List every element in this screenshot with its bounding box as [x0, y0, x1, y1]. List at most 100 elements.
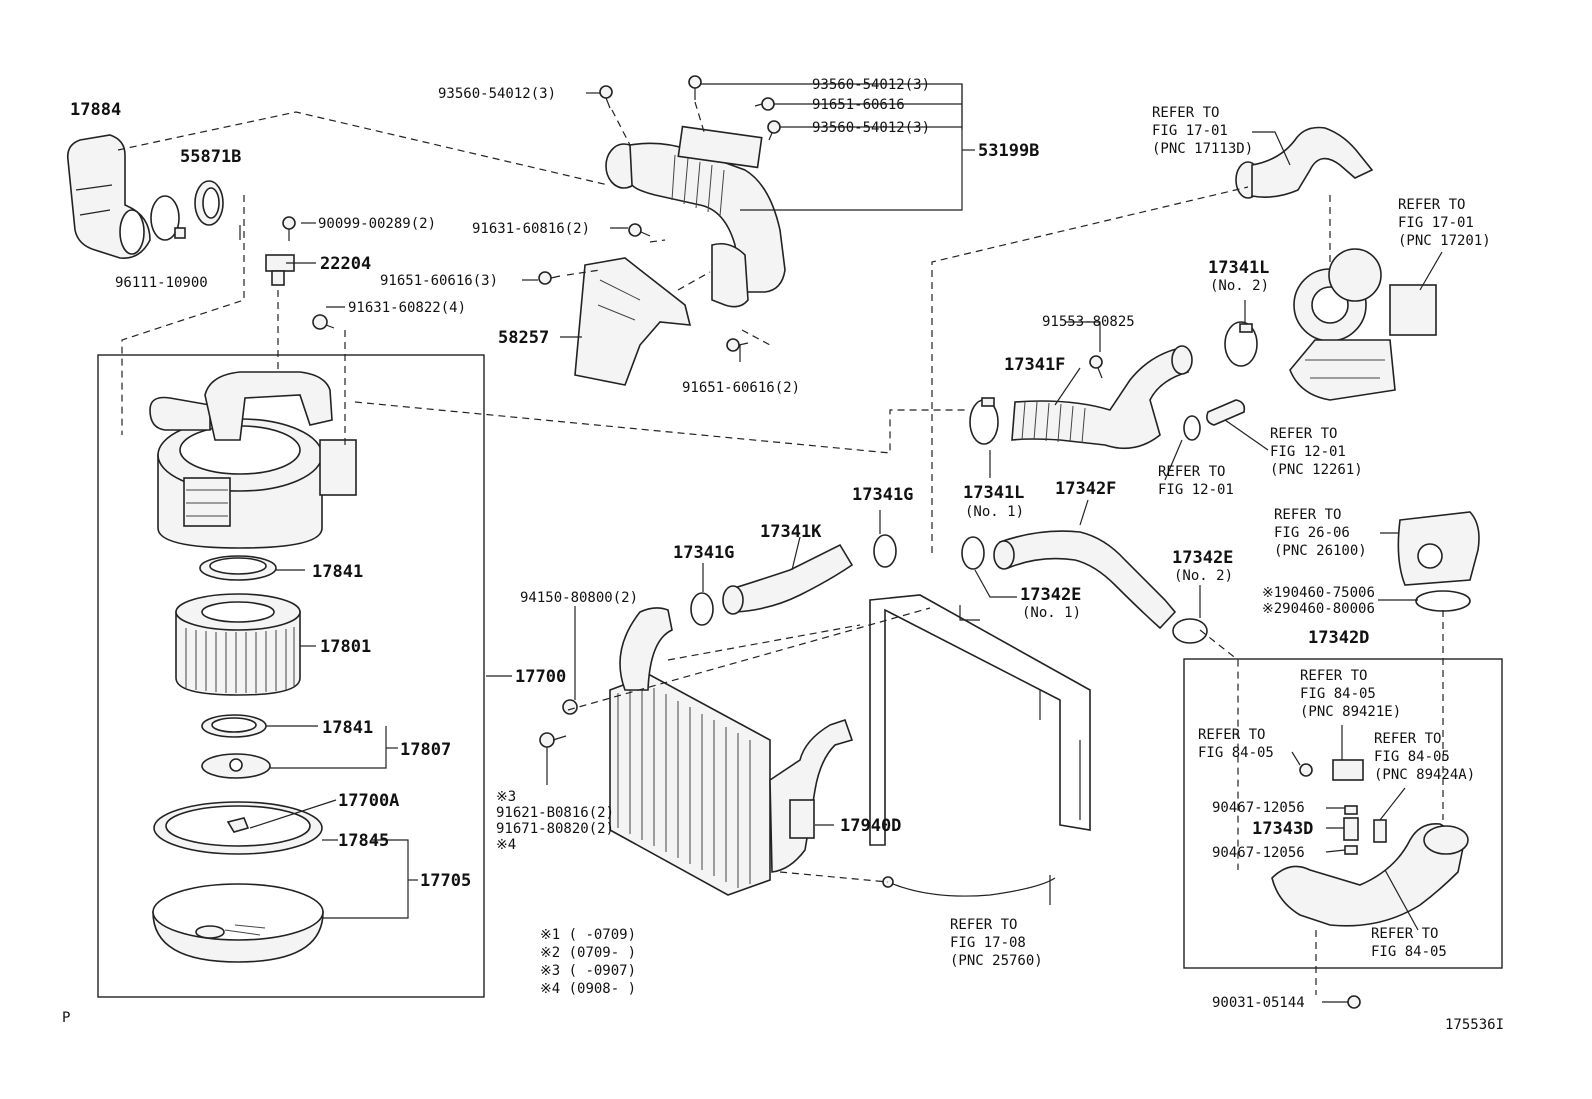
- label-91631-60822[interactable]: 91631-60822(4): [348, 300, 466, 316]
- turbocharger[interactable]: [1289, 248, 1437, 401]
- label-53199B[interactable]: 53199B: [978, 141, 1039, 161]
- label-96111-10900[interactable]: 96111-10900: [115, 275, 208, 291]
- clamp-17341L-no1[interactable]: [969, 397, 999, 445]
- label-91651-60616-2[interactable]: 91651-60616(2): [682, 380, 800, 396]
- label-55871B[interactable]: 55871B: [180, 147, 241, 167]
- label-17342E-no2[interactable]: 17342E: [1172, 548, 1233, 568]
- label-17801[interactable]: 17801: [320, 637, 371, 657]
- throttle-body-26100[interactable]: [1397, 511, 1480, 586]
- bracket-58257[interactable]: [574, 257, 692, 386]
- clamp-17341L-no2[interactable]: [1224, 321, 1258, 367]
- inlet-pipe-17342D[interactable]: [1271, 823, 1469, 927]
- label-17342E-no1[interactable]: 17342E: [1020, 585, 1081, 605]
- ref-8405-bottom[interactable]: REFER TO FIG 84-05: [1371, 926, 1447, 960]
- bolt-91553-80825[interactable]: [1089, 355, 1103, 379]
- bolt-91651-60616[interactable]: [754, 97, 775, 111]
- nut-94150[interactable]: [562, 699, 578, 715]
- label-17705[interactable]: 17705: [420, 871, 471, 891]
- bolt-8405[interactable]: [1299, 763, 1313, 777]
- label-17845[interactable]: 17845: [338, 831, 389, 851]
- label-91553-80825[interactable]: 91553-80825: [1042, 314, 1135, 330]
- label-90467-12056-a[interactable]: 90467-12056: [1212, 800, 1305, 816]
- label-91651-60616-3[interactable]: 91651-60616(3): [380, 273, 498, 289]
- ref-89421E[interactable]: REFER TO FIG 84-05 (PNC 89421E): [1300, 668, 1401, 720]
- label-17841-upper[interactable]: 17841: [312, 562, 363, 582]
- gasket-17841-upper[interactable]: [199, 555, 277, 581]
- bolt-91621[interactable]: [539, 732, 567, 748]
- label-91631-60816[interactable]: 91631-60816(2): [472, 221, 590, 237]
- intake-hose-53199B[interactable]: [605, 125, 786, 308]
- screw-93560-right2[interactable]: [767, 120, 781, 141]
- clamp-17342E-no1[interactable]: [961, 536, 985, 570]
- hose-17341K[interactable]: [722, 543, 854, 615]
- ref-25760[interactable]: REFER TO FIG 17-08 (PNC 25760): [950, 917, 1043, 969]
- clip-90467-a[interactable]: [1344, 805, 1358, 815]
- label-17341G-right[interactable]: 17341G: [852, 485, 913, 505]
- label-17341F[interactable]: 17341F: [1004, 355, 1065, 375]
- union-17343D[interactable]: [1343, 817, 1359, 841]
- ref-8405-left[interactable]: REFER TO FIG 84-05: [1198, 727, 1274, 761]
- bowl-17705[interactable]: [152, 883, 324, 963]
- ring-17845[interactable]: [153, 801, 323, 855]
- label-17700A[interactable]: 17700A: [338, 791, 399, 811]
- label-91651-60616[interactable]: 91651-60616: [812, 97, 905, 113]
- clamp-17341G-left[interactable]: [690, 592, 714, 626]
- ref-1201[interactable]: REFER TO FIG 12-01: [1158, 464, 1234, 498]
- bolt-91631-60822[interactable]: [312, 314, 335, 330]
- label-190460-75006[interactable]: ※190460-75006: [1262, 585, 1375, 601]
- label-90467-12056-b[interactable]: 90467-12056: [1212, 845, 1305, 861]
- hose-12261[interactable]: [1206, 399, 1246, 426]
- sensor-89424A[interactable]: [1373, 819, 1387, 843]
- label-17341L-no2[interactable]: 17341L: [1208, 258, 1269, 278]
- clip-90467-b[interactable]: [1344, 845, 1358, 855]
- label-22204[interactable]: 22204: [320, 254, 371, 274]
- label-94150-80800[interactable]: 94150-80800(2): [520, 590, 638, 606]
- air-cleaner-housing[interactable]: [149, 371, 357, 549]
- cap-17807[interactable]: [201, 753, 271, 779]
- ref-12261[interactable]: REFER TO FIG 12-01 (PNC 12261): [1270, 426, 1363, 478]
- label-17807[interactable]: 17807: [400, 740, 451, 760]
- clamp-12-01[interactable]: [1183, 415, 1201, 441]
- label-17940D[interactable]: 17940D: [840, 816, 901, 836]
- hose-17341F[interactable]: [1011, 345, 1193, 450]
- label-17341G-left[interactable]: 17341G: [673, 543, 734, 563]
- bolt-91631-60816[interactable]: [628, 223, 651, 237]
- intercooler[interactable]: [609, 607, 854, 896]
- sensor-wire-25760[interactable]: [882, 876, 1056, 897]
- label-17341L-no1[interactable]: 17341L: [963, 483, 1024, 503]
- air-filter-17801[interactable]: [175, 593, 301, 696]
- ref-17201[interactable]: REFER TO FIG 17-01 (PNC 17201): [1398, 197, 1491, 249]
- connector-89421E[interactable]: [1332, 759, 1364, 781]
- screw-93560-left[interactable]: [599, 85, 613, 109]
- label-17884[interactable]: 17884: [70, 100, 121, 120]
- label-91671-80820[interactable]: 91671-80820(2): [496, 821, 614, 837]
- label-93560-54012-right1[interactable]: 93560-54012(3): [812, 77, 930, 93]
- bolt-90031[interactable]: [1347, 995, 1361, 1009]
- clamp-190460[interactable]: [1415, 590, 1471, 612]
- screw-93560-right1[interactable]: [688, 75, 702, 100]
- label-90099-00289[interactable]: 90099-00289(2): [318, 216, 436, 232]
- label-17342F[interactable]: 17342F: [1055, 479, 1116, 499]
- ref-89424A[interactable]: REFER TO FIG 84-05 (PNC 89424A): [1374, 731, 1475, 783]
- turbo-outlet-pipe[interactable]: [1235, 126, 1374, 199]
- label-93560-54012-left[interactable]: 93560-54012(3): [438, 86, 556, 102]
- screw-90099[interactable]: [282, 216, 296, 241]
- label-17841-lower[interactable]: 17841: [322, 718, 373, 738]
- label-17342D[interactable]: 17342D: [1308, 628, 1369, 648]
- label-17343D[interactable]: 17343D: [1252, 819, 1313, 839]
- clamp-96111[interactable]: [150, 195, 186, 241]
- hose-17342F[interactable]: [993, 530, 1177, 630]
- ref-26100[interactable]: REFER TO FIG 26-06 (PNC 26100): [1274, 507, 1367, 559]
- label-17341K[interactable]: 17341K: [760, 522, 822, 542]
- intake-duct-17884[interactable]: [66, 134, 151, 259]
- label-17700[interactable]: 17700: [515, 667, 566, 687]
- label-90031-05144[interactable]: 90031-05144: [1212, 995, 1305, 1011]
- ref-17113D[interactable]: REFER TO FIG 17-01 (PNC 17113D): [1152, 105, 1253, 157]
- label-290460-80006[interactable]: ※290460-80006: [1262, 601, 1375, 617]
- clamp-17341G-right[interactable]: [873, 534, 897, 568]
- label-93560-54012-right2[interactable]: 93560-54012(3): [812, 120, 930, 136]
- seal-55871B[interactable]: [194, 180, 224, 226]
- label-91621-B0816[interactable]: 91621-B0816(2): [496, 805, 614, 821]
- label-58257[interactable]: 58257: [498, 328, 549, 348]
- bolt-91651-60616-2[interactable]: [726, 338, 749, 352]
